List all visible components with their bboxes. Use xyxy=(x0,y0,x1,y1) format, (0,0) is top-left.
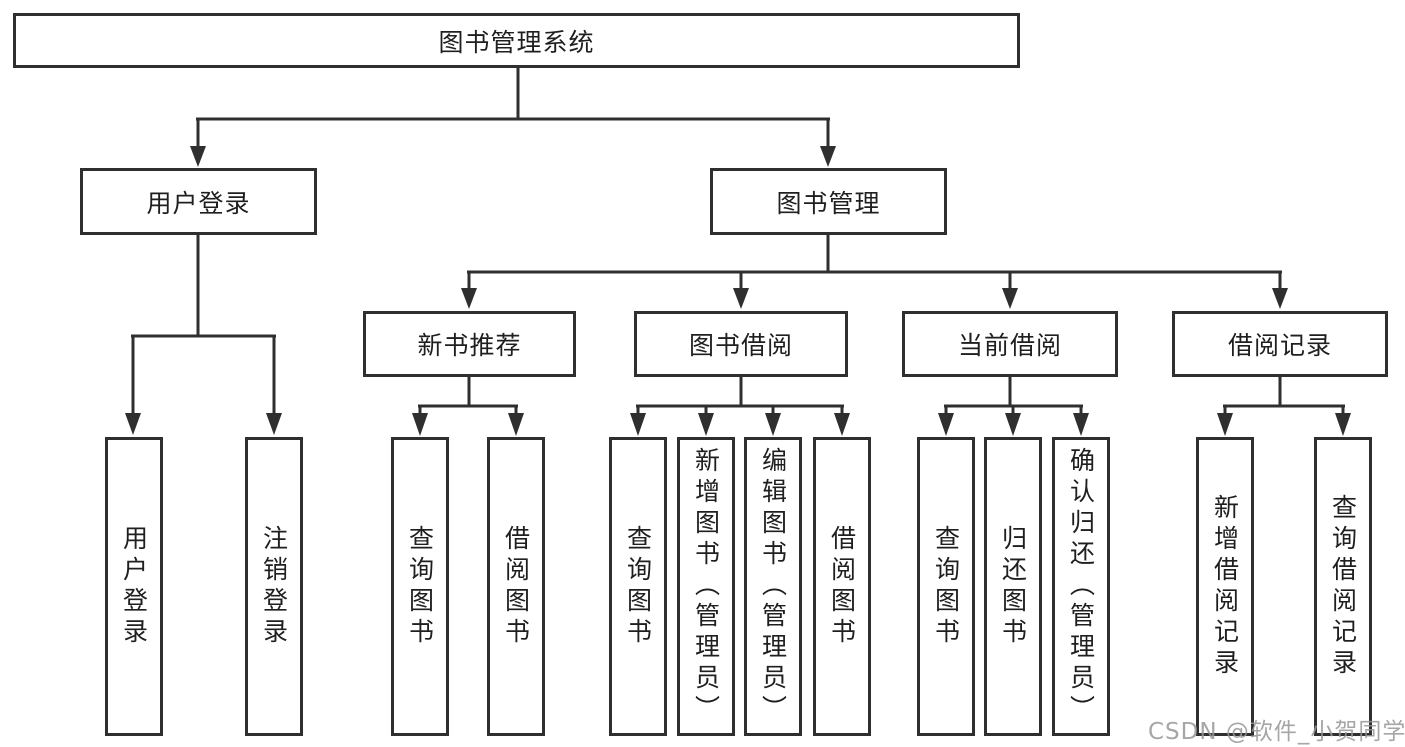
node-label: 查询借阅记录 xyxy=(1328,493,1358,680)
node-label: 借阅记录 xyxy=(1227,331,1332,360)
leaf-logout: 注销登录 xyxy=(245,437,303,736)
node-label: 新增借阅记录 xyxy=(1210,493,1240,680)
node-label: 新增图书（管理员） xyxy=(691,447,721,726)
node-borrow-records: 借阅记录 xyxy=(1172,311,1388,377)
node-label: 编辑图书（管理员） xyxy=(758,447,788,726)
leaf-borrow-books: 借阅图书 xyxy=(813,437,871,736)
node-label: 查询图书 xyxy=(405,524,435,649)
node-label: 图书管理系统 xyxy=(438,27,595,57)
node-label: 借阅图书 xyxy=(827,524,857,649)
leaf-add-books-admin: 新增图书（管理员） xyxy=(677,437,735,736)
leaf-confirm-return-admin: 确认归还（管理员） xyxy=(1052,437,1110,736)
node-user-login: 用户登录 xyxy=(80,168,317,235)
node-label: 图书管理 xyxy=(776,188,881,218)
leaf-user-login: 用户登录 xyxy=(105,437,163,736)
node-label: 注销登录 xyxy=(259,524,289,649)
node-label: 用户登录 xyxy=(119,524,149,649)
node-label: 查询图书 xyxy=(931,524,961,649)
leaf-return-books: 归还图书 xyxy=(984,437,1042,736)
leaf-query-books: 查询图书 xyxy=(609,437,667,736)
leaf-edit-books-admin: 编辑图书（管理员） xyxy=(744,437,802,736)
node-book-borrow: 图书借阅 xyxy=(634,311,848,377)
csdn-watermark: CSDN @软件_小贺同学 xyxy=(1148,719,1405,745)
node-current-borrow: 当前借阅 xyxy=(902,311,1118,377)
node-label: 新书推荐 xyxy=(417,331,522,360)
leaf-borrow-books-recommend: 借阅图书 xyxy=(487,437,545,736)
node-label: 借阅图书 xyxy=(501,524,531,649)
node-label: 用户登录 xyxy=(146,188,251,218)
node-new-book-recommend: 新书推荐 xyxy=(363,311,576,377)
leaf-query-books-current: 查询图书 xyxy=(917,437,975,736)
leaf-query-books-recommend: 查询图书 xyxy=(391,437,449,736)
node-label: 查询图书 xyxy=(623,524,653,649)
leaf-add-borrow-record: 新增借阅记录 xyxy=(1196,437,1254,736)
node-label: 图书借阅 xyxy=(688,331,793,360)
node-label: 归还图书 xyxy=(998,524,1028,649)
leaf-query-borrow-record: 查询借阅记录 xyxy=(1314,437,1372,736)
node-root-system: 图书管理系统 xyxy=(13,13,1020,68)
node-label: 当前借阅 xyxy=(957,331,1062,360)
node-book-management: 图书管理 xyxy=(710,168,947,235)
node-label: 确认归还（管理员） xyxy=(1066,447,1096,726)
